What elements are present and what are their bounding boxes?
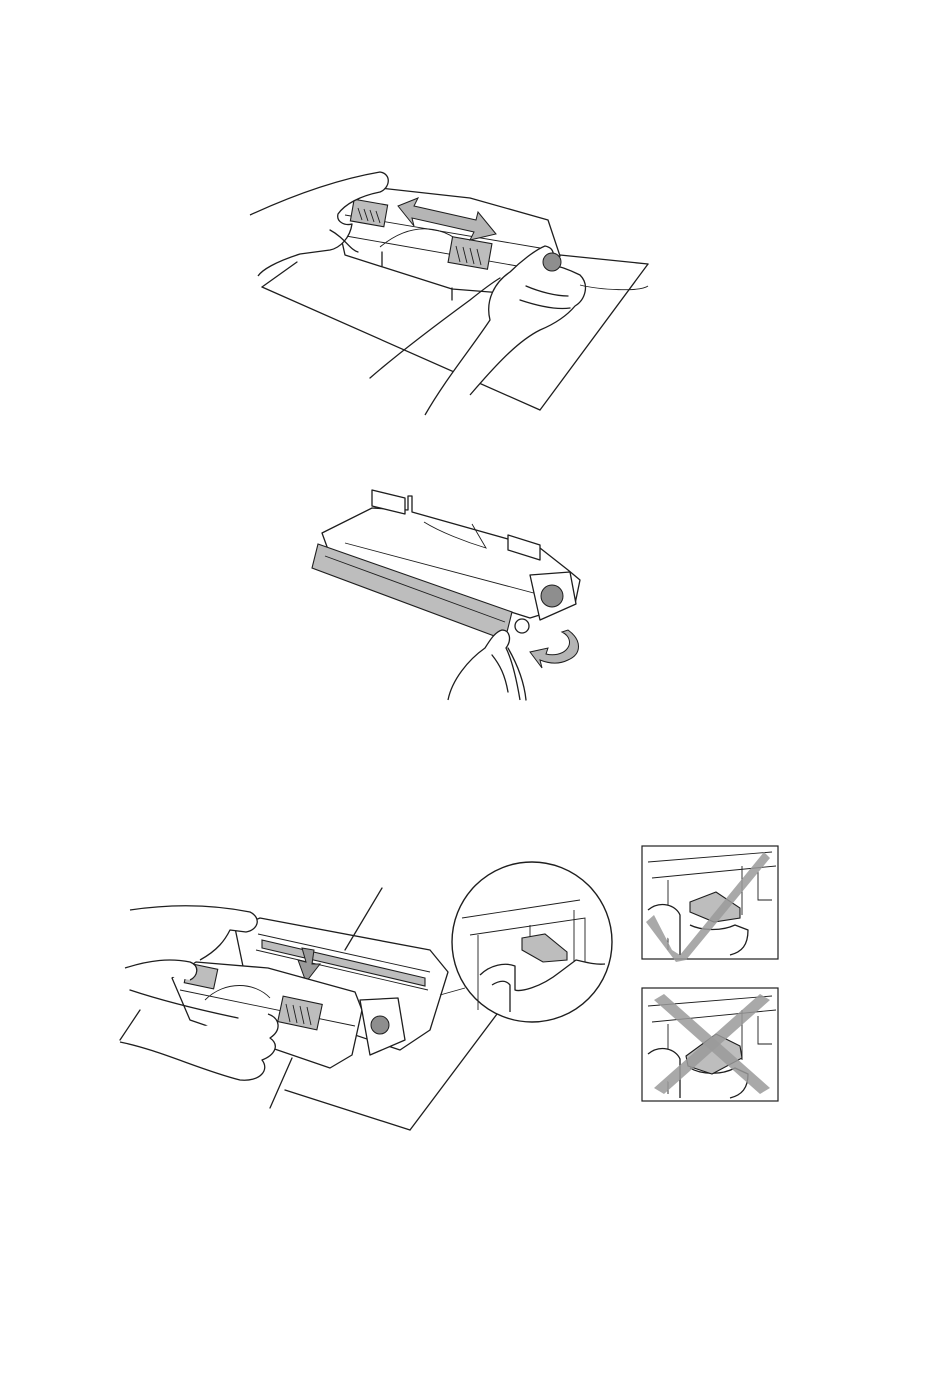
right-hand-bottom: [120, 1014, 278, 1080]
callout-toner: [270, 1058, 292, 1108]
figure-shake-toner-cartridge: [250, 172, 648, 415]
figure-lever-correct-position: [642, 846, 778, 962]
gear: [541, 585, 563, 607]
cartridge-gear: [543, 253, 561, 271]
rotate-arrow-icon: [530, 630, 579, 668]
figure-remove-protective-cover: [312, 490, 580, 700]
figure-insert-toner-into-drum: [120, 862, 612, 1130]
hand: [448, 630, 520, 700]
figure-lever-incorrect-position: [642, 988, 778, 1101]
